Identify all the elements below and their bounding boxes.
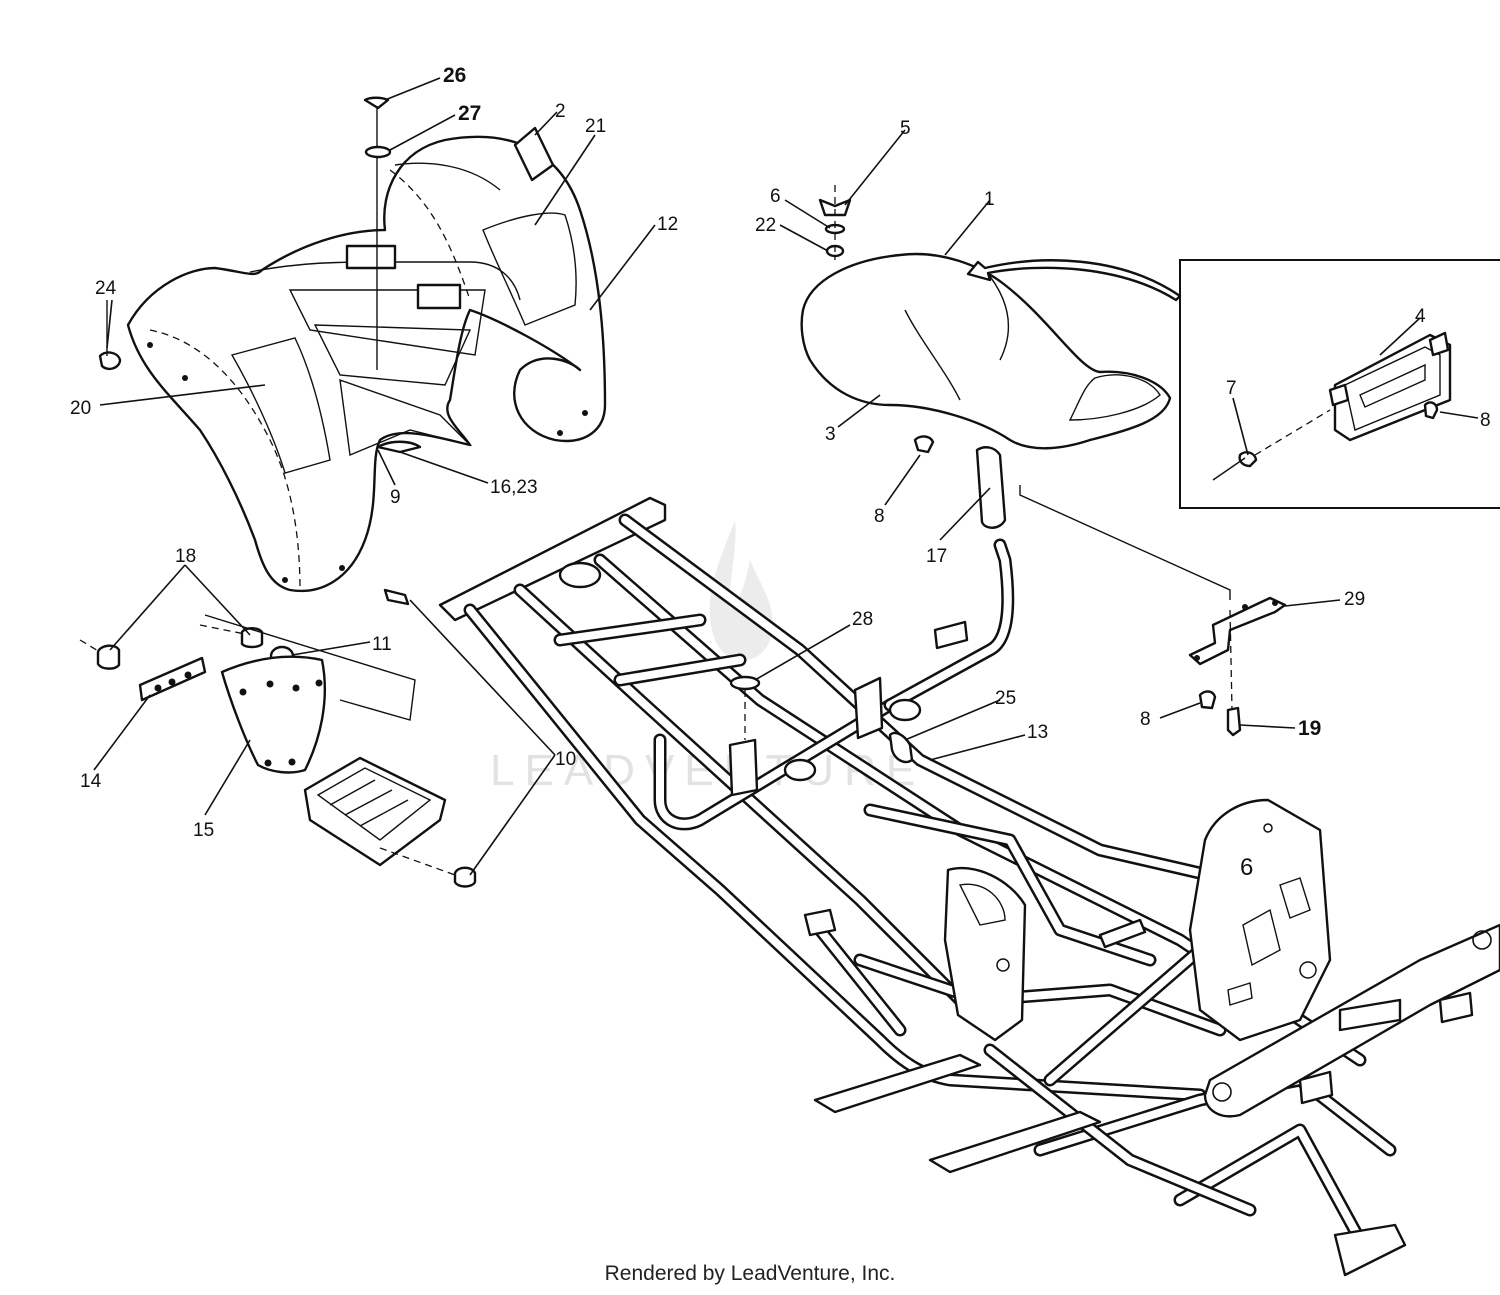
callout-22: 22: [755, 215, 776, 236]
callout-28: 28: [852, 609, 873, 630]
callout-27: 27: [458, 102, 481, 125]
callout-24: 24: [95, 278, 117, 299]
decal-20: [230, 337, 331, 474]
callout-21: 21: [585, 116, 606, 137]
callout-3: 3: [825, 424, 836, 445]
callout-9: 9: [390, 487, 401, 508]
svg-text:6: 6: [1240, 854, 1253, 881]
decal-2: [513, 126, 555, 182]
callout-4: 4: [1415, 306, 1426, 327]
rear-fender: [126, 135, 607, 593]
frame: 6: [438, 496, 1500, 1277]
callout-7: 7: [1226, 378, 1237, 399]
footer-credit: Rendered by LeadVenture, Inc.: [604, 1262, 896, 1285]
callout-20: 20: [70, 398, 91, 419]
callout-12: 12: [657, 214, 678, 235]
callout-10: 10: [555, 749, 576, 770]
decal-21: [482, 212, 577, 326]
callout-26: 26: [443, 64, 466, 87]
callout-8-bracket: 8: [1140, 709, 1151, 730]
arrow-inset-to-seat: [966, 259, 1182, 302]
callout-25: 25: [995, 688, 1016, 709]
mud-flap-assembly: [79, 614, 416, 774]
callout-8-inset: 8: [1480, 410, 1491, 431]
callout-2: 2: [555, 101, 566, 122]
callout-1: 1: [984, 189, 995, 210]
callout-15: 15: [193, 820, 214, 841]
callout-11: 11: [372, 634, 392, 655]
inset-detail: [1179, 259, 1500, 509]
footrest: [303, 588, 477, 888]
callout-16-23: 16,23: [490, 477, 538, 498]
callout-29: 29: [1344, 589, 1365, 610]
callout-6: 6: [770, 186, 781, 207]
callout-5: 5: [900, 118, 911, 139]
callout-labels: 26 27 2 21 12 24 20 9 16,23 18 11 14 15 …: [70, 64, 1491, 841]
callout-8-seat: 8: [874, 506, 885, 527]
seat-bracket: [1188, 596, 1287, 737]
leader-lines: [93, 77, 1479, 876]
seat: [800, 252, 1231, 600]
callout-13: 13: [1027, 722, 1048, 743]
callout-14: 14: [80, 771, 102, 792]
callout-17: 17: [926, 546, 947, 567]
callout-18: 18: [175, 546, 196, 567]
callout-19: 19: [1298, 717, 1321, 740]
